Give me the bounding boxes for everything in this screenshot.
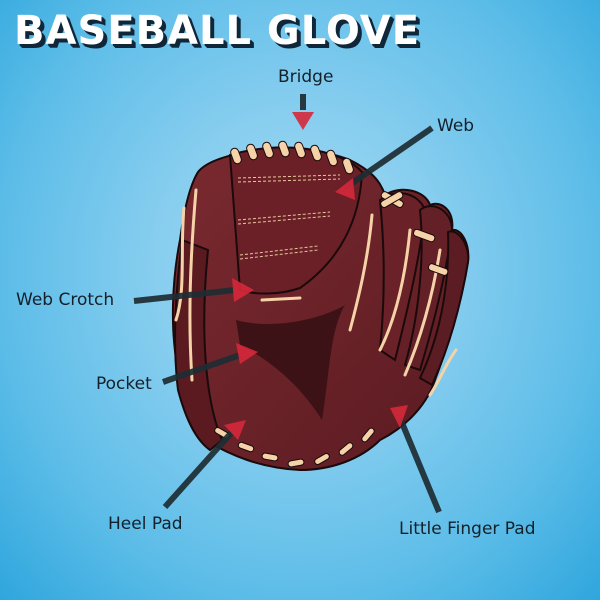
loose-laces xyxy=(174,206,458,397)
pointer-lines xyxy=(133,94,442,514)
web-stitching xyxy=(237,174,341,260)
label-little-finger-pad: Little Finger Pad xyxy=(399,519,536,539)
bridge-arrow-icon xyxy=(292,112,314,130)
web-arrow-icon xyxy=(335,178,355,200)
label-heel-pad: Heel Pad xyxy=(108,514,183,534)
cross-laces xyxy=(380,191,449,276)
pointer-arrows xyxy=(224,112,408,440)
web-pointer-line xyxy=(343,125,434,191)
label-web-crotch: Web Crotch xyxy=(16,290,115,310)
glove-body xyxy=(171,146,470,472)
pocket-shading xyxy=(236,305,345,420)
label-bridge: Bridge xyxy=(278,67,334,87)
finger-laces xyxy=(188,188,442,382)
heel-lacing xyxy=(214,427,375,468)
label-web: Web xyxy=(437,116,475,136)
web-crotch-pointer-line xyxy=(133,287,236,304)
page-title: BASEBALL GLOVE xyxy=(14,8,421,54)
label-pocket: Pocket xyxy=(96,374,152,394)
heel-pad-arrow-icon xyxy=(224,420,246,440)
little-finger-pad-arrow-icon xyxy=(390,405,408,428)
bridge-lacing xyxy=(230,140,354,175)
web-crotch-arrow-icon xyxy=(232,278,254,302)
heel-pad-pointer-line xyxy=(162,430,235,509)
little-finger-pad-pointer-line xyxy=(397,416,442,514)
pocket-pointer-line xyxy=(162,352,241,385)
pocket-arrow-icon xyxy=(236,343,258,364)
